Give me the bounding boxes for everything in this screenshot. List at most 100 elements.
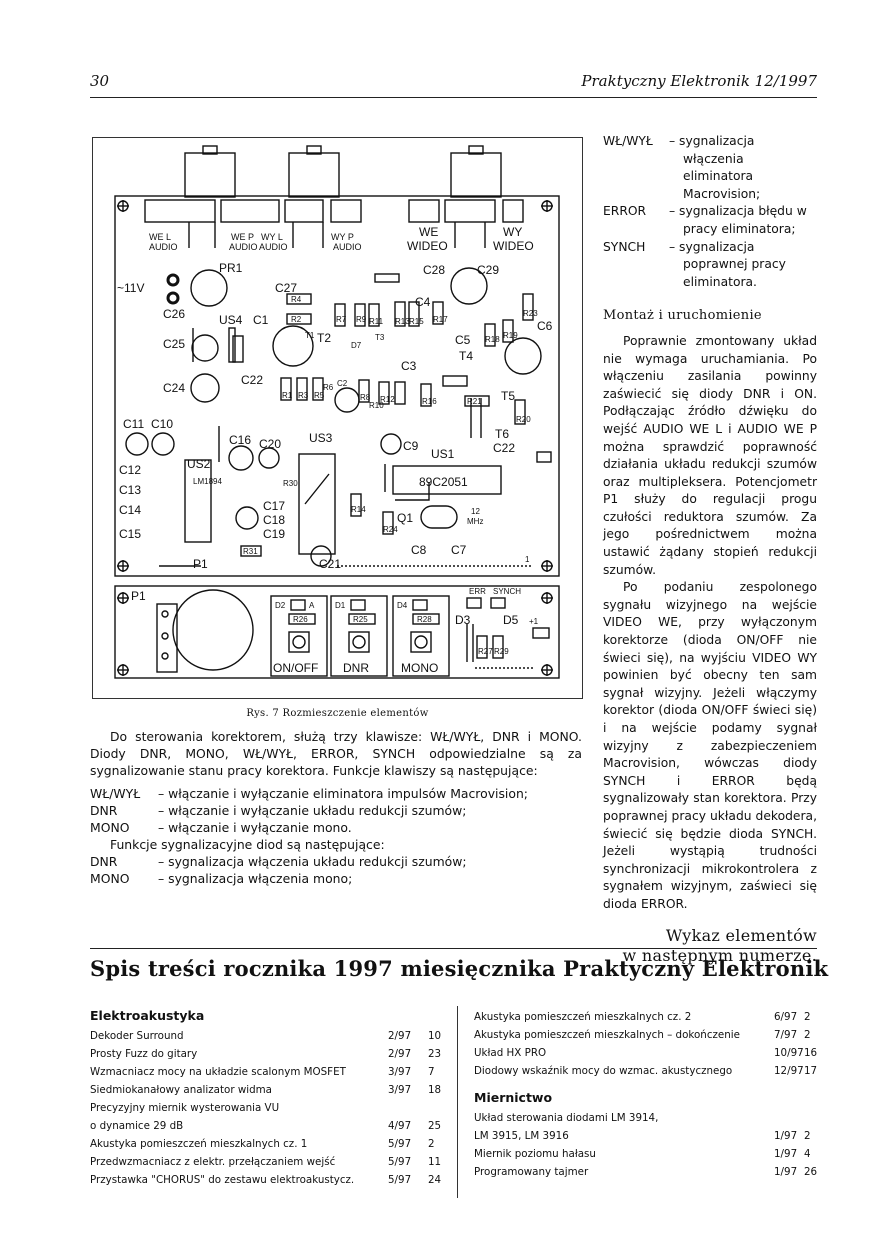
label-c13: C13 bbox=[119, 483, 141, 497]
section-heading: Montaż i uruchomienie bbox=[603, 308, 762, 324]
label-r20: R20 bbox=[516, 415, 531, 424]
label-r23: R23 bbox=[523, 309, 538, 318]
toc-entry-title: Diodowy wskaźnik mocy do wzmac. akustycz… bbox=[474, 1065, 733, 1077]
signal-name: WŁ/WYŁ bbox=[603, 134, 653, 148]
label-c11: C11 bbox=[123, 417, 144, 431]
label-a: A bbox=[309, 601, 315, 610]
toc-entry-issue: 2/97 bbox=[388, 1048, 412, 1060]
mount-hole bbox=[117, 592, 129, 604]
button-dnr bbox=[348, 631, 370, 653]
control-board-outline bbox=[114, 585, 560, 679]
label-r15: R15 bbox=[409, 317, 424, 326]
label-r12: R12 bbox=[380, 395, 395, 404]
key-row: MONO– włączanie i wyłączanie mono. bbox=[90, 819, 582, 836]
toc-entry-page: 11 bbox=[428, 1156, 442, 1168]
toc-entry-issue: 5/97 bbox=[388, 1138, 412, 1150]
label-r1: R1 bbox=[282, 391, 293, 400]
label-c15: C15 bbox=[119, 527, 141, 541]
label-r8: R8 bbox=[360, 393, 371, 402]
label-r27: R27 bbox=[478, 647, 493, 656]
label-t6: T6 bbox=[495, 427, 509, 441]
mount-hole bbox=[541, 664, 553, 676]
assembly-paragraph-1: Poprawnie zmontowany układ nie wymaga ur… bbox=[603, 333, 817, 577]
label-r4: R4 bbox=[291, 295, 302, 304]
label-r21: R21 bbox=[467, 397, 482, 406]
label-d2: D2 bbox=[275, 601, 286, 610]
label-t1: T1 bbox=[305, 331, 315, 340]
label-wy-wideo-1: WY bbox=[503, 225, 522, 239]
diode-name: DNR bbox=[90, 854, 118, 869]
toc-entry-issue: 6/97 bbox=[774, 1011, 798, 1023]
label-synch: SYNCH bbox=[493, 587, 521, 596]
toc-entry: Akustyka pomieszczeń mieszkalnych – doko… bbox=[474, 1026, 818, 1044]
label-r25: R25 bbox=[353, 615, 368, 624]
potentiometer-p1 bbox=[172, 589, 254, 671]
label-c27: C27 bbox=[275, 281, 297, 295]
main-board-outline bbox=[114, 195, 560, 577]
toc-entry-page: 10 bbox=[428, 1030, 442, 1042]
label-q1: Q1 bbox=[397, 511, 413, 525]
mount-hole bbox=[117, 560, 129, 572]
label-one: 1 bbox=[525, 555, 530, 564]
label-c19: C19 bbox=[263, 527, 285, 541]
toc-entry-page: 18 bbox=[428, 1084, 442, 1096]
label-d5: D5 bbox=[503, 613, 519, 627]
label-r5: R5 bbox=[314, 391, 325, 400]
ic-us3 bbox=[298, 453, 336, 555]
label-wy-p-audio-2: AUDIO bbox=[333, 242, 362, 252]
label-r29: R29 bbox=[494, 647, 509, 656]
page-number: 30 bbox=[90, 72, 110, 90]
label-us4: US4 bbox=[219, 313, 243, 327]
label-c24: C24 bbox=[163, 381, 185, 395]
toc-entry-issue: 4/97 bbox=[388, 1120, 412, 1132]
toc-title: Spis treści rocznika 1997 miesięcznika P… bbox=[90, 956, 829, 981]
label-lm1894: LM1894 bbox=[193, 477, 222, 486]
label-c16: C16 bbox=[229, 433, 251, 447]
label-r18: R18 bbox=[485, 335, 500, 344]
label-dnr: DNR bbox=[343, 661, 369, 675]
toc-entry-page: 2 bbox=[428, 1138, 435, 1150]
signal-row: WŁ/WYŁ– sygnalizacja włączenia eliminato… bbox=[603, 133, 817, 203]
signal-name: ERROR bbox=[603, 204, 647, 219]
label-d7: D7 bbox=[351, 341, 362, 350]
toc-entry-title: Przedwzmacniacz z elektr. przełączaniem … bbox=[90, 1156, 336, 1168]
label-r31: R31 bbox=[243, 547, 258, 556]
label-c7: C7 bbox=[451, 543, 467, 557]
diode-row: DNR– sygnalizacja włączenia układu reduk… bbox=[90, 853, 582, 870]
label-r11: R11 bbox=[369, 317, 384, 326]
label-chip: 89C2051 bbox=[419, 475, 468, 489]
toc-entry-issue: 2/97 bbox=[388, 1030, 412, 1042]
label-c18: C18 bbox=[263, 513, 285, 527]
label-c6: C6 bbox=[537, 319, 553, 333]
toc-entry-title: Miernik poziomu hałasu bbox=[474, 1148, 596, 1160]
label-on-off: ON/OFF bbox=[273, 661, 318, 675]
label-r3: R3 bbox=[298, 391, 309, 400]
parts-list-note-line-1: Wykaz elementów bbox=[665, 925, 817, 945]
diode-name: MONO bbox=[90, 871, 130, 886]
label-c12: C12 bbox=[119, 463, 141, 477]
rca-connector-3 bbox=[450, 145, 502, 198]
label-mono: MONO bbox=[401, 661, 438, 675]
toc-entry: Przedwzmacniacz z elektr. przełączaniem … bbox=[90, 1153, 450, 1171]
label-d1: D1 bbox=[335, 601, 346, 610]
toc-entry-issue: 3/97 bbox=[388, 1084, 412, 1096]
rca-connector-1 bbox=[184, 145, 236, 198]
signal-name: SYNCH bbox=[603, 239, 646, 254]
journal-title: Praktyczny Elektronik 12/1997 bbox=[581, 72, 817, 90]
label-us1: US1 bbox=[431, 447, 455, 461]
toc-entry-page: 23 bbox=[428, 1048, 442, 1060]
toc-entry-title: o dynamice 29 dB bbox=[90, 1120, 184, 1132]
figure-caption: Rys. 7 Rozmieszczenie elementów bbox=[246, 708, 429, 719]
diodes-intro: Funkcje sygnalizacyjne diod są następują… bbox=[110, 837, 385, 852]
label-c20: C20 bbox=[259, 437, 281, 451]
toc-entry-page: 7 bbox=[428, 1066, 435, 1078]
key-desc: – włączanie i wyłączanie eliminatora imp… bbox=[158, 786, 528, 801]
signal-desc: – sygnalizacja błędu w pracy eliminatora… bbox=[669, 204, 807, 236]
label-c29: C29 bbox=[477, 263, 499, 277]
toc-category: Elektroakustyka bbox=[90, 1008, 205, 1023]
